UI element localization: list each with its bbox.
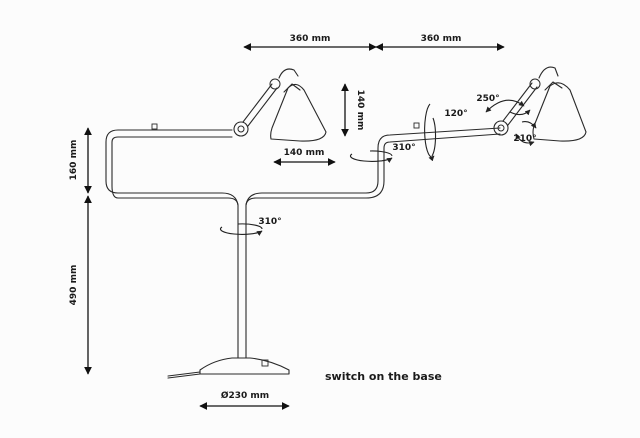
label-upper-height: 160 mm xyxy=(69,140,79,181)
label-arm-right-width: 360 mm xyxy=(421,34,462,44)
head-swivel-rotation-icon xyxy=(515,121,537,147)
label-head-swivel: 210° xyxy=(513,134,536,144)
label-mid-rotation: 310° xyxy=(392,143,415,153)
rotation-indicators xyxy=(219,99,537,236)
labels: 360 mm 360 mm 140 mm 140 mm 160 mm 490 m… xyxy=(69,34,537,401)
lamp-stem xyxy=(237,204,247,359)
lamp-drawing xyxy=(105,66,587,379)
left-head-arm xyxy=(242,83,278,127)
label-lower-height: 490 mm xyxy=(69,265,79,306)
power-cable xyxy=(167,371,201,379)
label-head-tilt: 250° xyxy=(476,94,499,104)
left-arm xyxy=(105,129,239,206)
base-switch xyxy=(261,359,269,367)
right-joint xyxy=(493,120,509,136)
right-arm xyxy=(245,127,501,206)
label-base-diameter: Ø230 mm xyxy=(221,390,269,401)
right-head-arm xyxy=(502,82,538,126)
right-shade xyxy=(532,82,587,142)
left-joint xyxy=(233,121,249,137)
arm-pivot-rotation-icon xyxy=(424,103,437,162)
label-arm-left-width: 360 mm xyxy=(290,34,331,44)
label-stem-rotation: 310° xyxy=(258,217,281,227)
lamp-base xyxy=(199,357,290,375)
mid-rotation-icon xyxy=(349,150,393,163)
label-switch-note: switch on the base xyxy=(325,370,442,383)
left-shade xyxy=(270,83,327,142)
label-shade-width: 140 mm xyxy=(284,148,325,158)
head-tilt-rotation-icon xyxy=(485,99,531,116)
dimension-lines xyxy=(84,43,505,410)
stem-rotation-icon xyxy=(219,223,263,236)
label-shade-height: 140 mm xyxy=(355,90,365,131)
label-arm-pivot: 120° xyxy=(444,109,467,119)
